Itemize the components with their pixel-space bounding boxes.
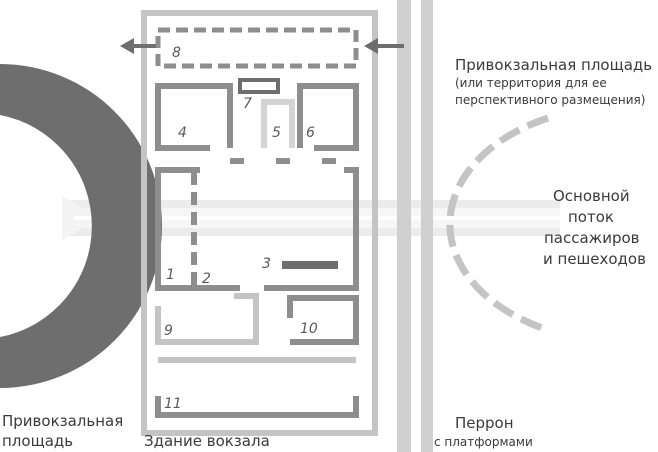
flow-label-line-4: и пешеходов	[543, 250, 646, 268]
room-4-wall	[155, 83, 233, 151]
room-number-10: 10	[300, 321, 318, 337]
room-number-1: 1	[166, 267, 175, 283]
left-square-label-line-1: Привокзальная	[2, 412, 123, 430]
room-11-wall	[155, 396, 359, 418]
right-square-title: Привокзальная площадь	[455, 56, 652, 74]
room-number-6: 6	[306, 125, 315, 141]
flow-label-line-2: поток	[568, 208, 614, 226]
platform-note: с платформами	[434, 435, 533, 449]
room-9-wall	[155, 293, 259, 345]
building-label: Здание вокзала	[144, 432, 270, 450]
room-6-wall	[297, 83, 359, 151]
flow-label-line-1: Основной	[553, 187, 630, 205]
room-number-7: 7	[243, 96, 252, 112]
room-number-9: 9	[164, 323, 173, 339]
room-10-wall	[287, 295, 359, 345]
room-7	[238, 78, 280, 94]
room-5-wall	[261, 99, 295, 148]
room-number-2: 2	[202, 271, 211, 287]
corridor-arrows	[120, 38, 404, 54]
room-number-3: 3	[262, 256, 271, 272]
right-square-note-line-2: перспективного размещения)	[455, 93, 645, 107]
platform-title: Перрон	[455, 414, 514, 432]
hall-counter	[282, 261, 338, 269]
left-square-label-line-2: площадь	[2, 432, 73, 450]
room-number-8: 8	[172, 45, 181, 61]
room-number-11: 11	[164, 396, 182, 412]
room-8-corridor	[155, 27, 359, 69]
room-number-5: 5	[272, 125, 281, 141]
room-number-4: 4	[178, 125, 187, 141]
right-square-note-line-1: (или территория для ее	[455, 76, 607, 90]
building-outer-wall	[141, 10, 378, 436]
right-station-square-dashed-arc	[446, 114, 550, 334]
platform-lines	[397, 0, 433, 452]
main-hall-wall	[155, 167, 359, 291]
left-station-square-arc	[0, 64, 162, 388]
flow-label-line-3: пассажиров	[544, 229, 640, 247]
